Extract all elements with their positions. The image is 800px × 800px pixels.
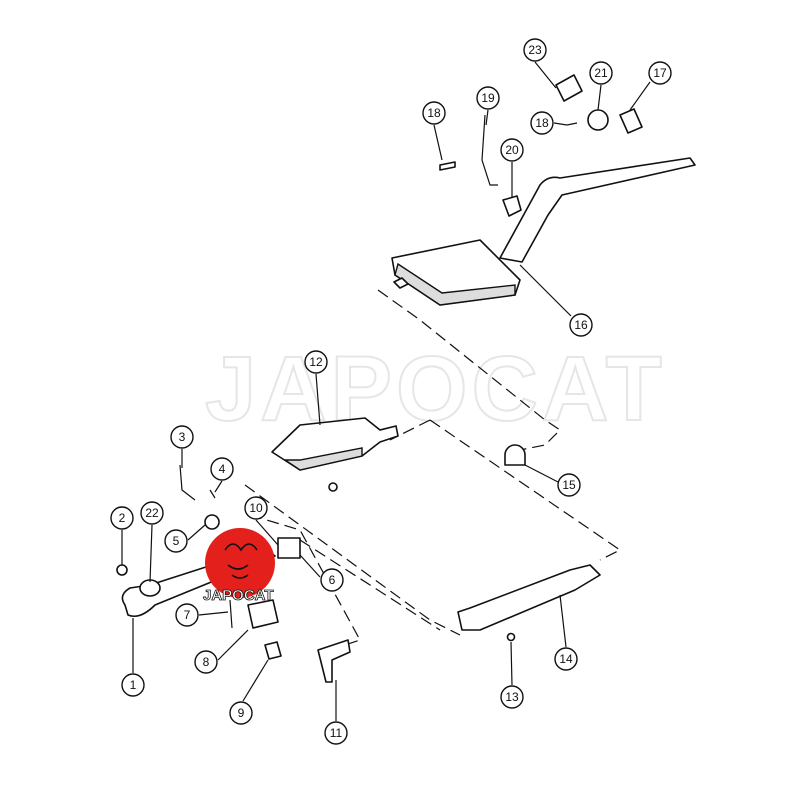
svg-text:13: 13 xyxy=(505,690,519,704)
catalytic-converter xyxy=(271,417,399,492)
callout-18b: 18 xyxy=(530,111,554,135)
svg-text:11: 11 xyxy=(330,726,343,740)
rear-hangers xyxy=(439,74,643,217)
svg-text:8: 8 xyxy=(203,655,210,669)
svg-text:5: 5 xyxy=(173,534,180,548)
svg-text:21: 21 xyxy=(594,66,608,80)
callout-18: 18 xyxy=(422,101,446,125)
svg-text:4: 4 xyxy=(219,462,226,476)
svg-text:10: 10 xyxy=(249,501,263,515)
svg-text:22: 22 xyxy=(145,506,159,520)
callout-9: 9 xyxy=(229,701,253,725)
callout-11: 11 xyxy=(324,721,348,745)
svg-text:15: 15 xyxy=(562,478,576,492)
svg-text:1: 1 xyxy=(130,678,137,692)
callout-1: 1 xyxy=(121,673,145,697)
svg-text:17: 17 xyxy=(653,66,667,80)
svg-text:18: 18 xyxy=(535,116,549,130)
svg-text:2: 2 xyxy=(119,511,126,525)
callout-5: 5 xyxy=(164,529,188,553)
callout-13: 13 xyxy=(500,685,524,709)
watermark: JAPOCAT xyxy=(205,338,666,440)
assembly-outline-front xyxy=(249,514,441,651)
callout-7: 7 xyxy=(175,603,199,627)
callout-20: 20 xyxy=(500,138,524,162)
svg-text:9: 9 xyxy=(238,706,245,720)
callout-8: 8 xyxy=(194,650,218,674)
muffler-tailpipe xyxy=(391,157,696,306)
resonator xyxy=(457,564,601,642)
assembly-outline-rear xyxy=(377,289,561,451)
callout-10: 10 xyxy=(244,496,268,520)
callout-4: 4 xyxy=(210,457,234,481)
svg-text:16: 16 xyxy=(574,318,588,332)
callout-2: 2 xyxy=(110,506,134,530)
leader-lines xyxy=(121,61,651,721)
svg-text:18: 18 xyxy=(427,106,441,120)
clamp-15 xyxy=(504,444,526,466)
svg-text:12: 12 xyxy=(309,355,323,369)
callout-21: 21 xyxy=(589,61,613,85)
japocat-logo: JAPOCAT xyxy=(203,528,275,604)
callout-16: 16 xyxy=(569,313,593,337)
callout-6: 6 xyxy=(320,568,344,592)
callout-19: 19 xyxy=(476,86,500,110)
callout-23: 23 xyxy=(523,38,547,62)
svg-text:23: 23 xyxy=(528,43,542,57)
svg-text:20: 20 xyxy=(505,143,519,157)
callout-17: 17 xyxy=(648,61,672,85)
svg-text:6: 6 xyxy=(329,573,336,587)
svg-text:14: 14 xyxy=(559,652,573,666)
callout-12: 12 xyxy=(304,350,328,374)
callout-3: 3 xyxy=(170,425,194,449)
callout-15: 15 xyxy=(557,473,581,497)
svg-text:7: 7 xyxy=(184,608,191,622)
svg-text:3: 3 xyxy=(179,430,186,444)
callout-14: 14 xyxy=(554,647,578,671)
callout-22: 22 xyxy=(140,501,164,525)
logo-text: JAPOCAT xyxy=(203,587,274,604)
small-parts xyxy=(116,464,351,683)
svg-text:19: 19 xyxy=(481,91,495,105)
